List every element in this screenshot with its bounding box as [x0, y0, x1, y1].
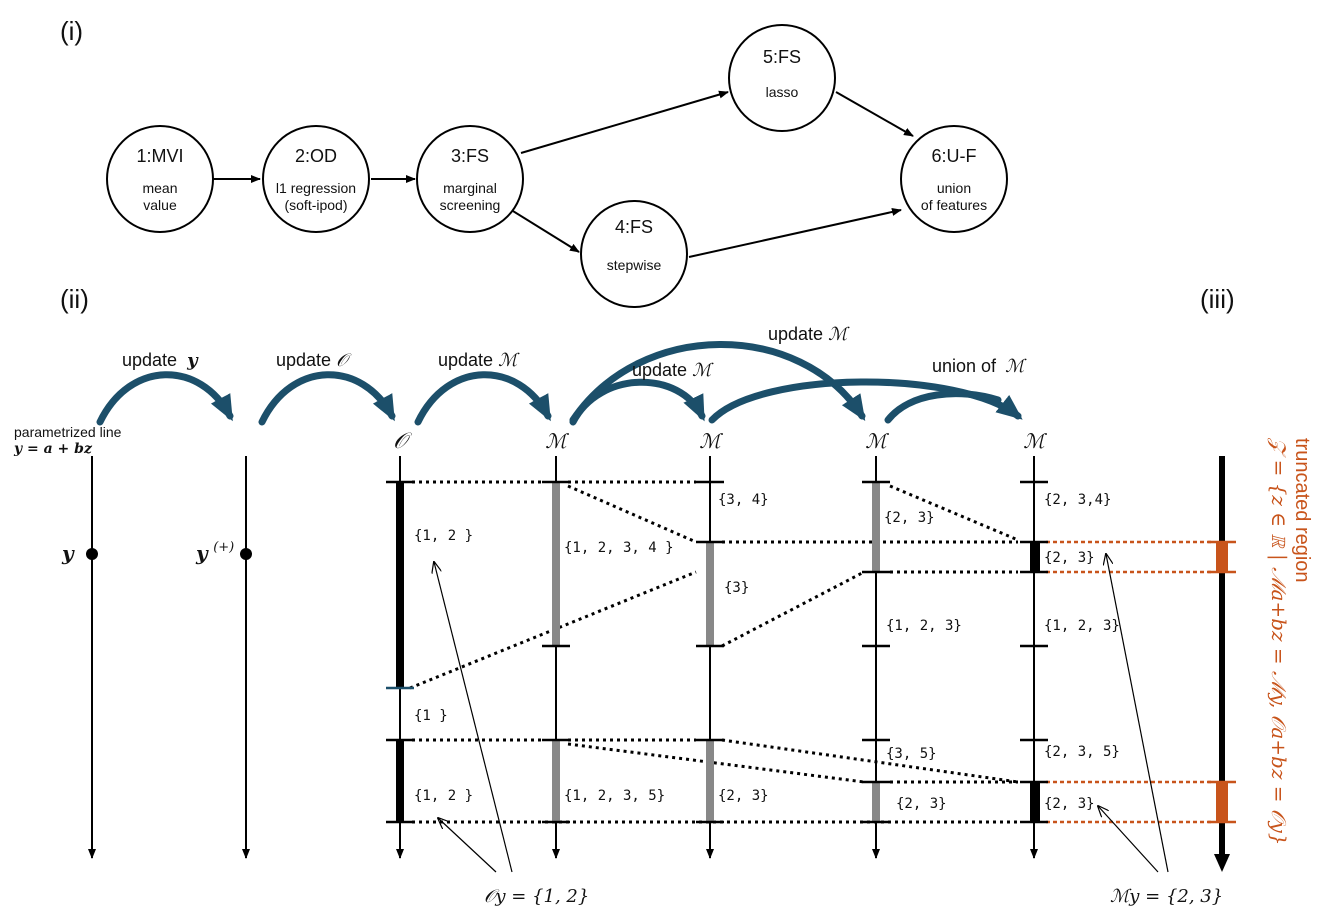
node-6-line1: union	[937, 180, 971, 196]
svg-text:{1, 2 }: {1, 2 }	[414, 788, 473, 804]
y-point-label: y	[61, 541, 75, 565]
edge-3-4	[507, 207, 580, 253]
node-2-title: 2:OD	[295, 146, 337, 166]
svg-text:{1 }: {1 }	[414, 708, 448, 724]
node-6-title: 6:U-F	[932, 146, 977, 166]
panel-label-i: (i)	[60, 16, 83, 46]
node-3-title: 3:FS	[451, 146, 489, 166]
update-y-label: update y	[122, 350, 199, 371]
node-6-line2: of features	[921, 197, 987, 213]
svg-text:{2, 3}: {2, 3}	[1044, 550, 1095, 566]
svg-text:{2, 3}: {2, 3}	[884, 510, 935, 526]
node-3: 3:FS marginal screening	[416, 125, 524, 233]
node-5-title: 5:FS	[763, 47, 801, 67]
y-plus-point-label: y (+)	[195, 540, 234, 565]
truncated-formula: 𝒵 = {z ∈ ℝ | ℳa+bz = ℳy, 𝒪a+bz = 𝒪y}	[1266, 437, 1291, 845]
m-y-label: ℳy = {2, 3}	[1110, 886, 1223, 907]
node-1-line2: value	[143, 197, 177, 213]
union-label: union of ℳ	[932, 356, 1027, 377]
union-arrow-2	[884, 390, 1002, 424]
param-line-eq: y = a + bz	[13, 441, 93, 457]
edge-5-6	[835, 91, 914, 137]
truncated-ticks	[1208, 540, 1236, 824]
axis-symbol-m2: ℳ	[699, 429, 723, 453]
svg-text:{3, 4}: {3, 4}	[718, 492, 769, 508]
svg-text:{2, 3}: {2, 3}	[896, 796, 947, 812]
axis-symbol-m3: ℳ	[865, 429, 889, 453]
update-m1-label: update ℳ	[438, 350, 520, 371]
node-4-line1: stepwise	[607, 257, 662, 273]
node-1-line1: mean	[142, 180, 177, 196]
node-5: 5:FS lasso	[728, 24, 836, 132]
set-labels: {1, 2 } {1 } {1, 2 } {1, 2, 3, 4 } {1, 2…	[414, 492, 1120, 812]
node-2-line1: l1 regression	[276, 180, 356, 196]
update-y-arrow	[96, 371, 234, 426]
update-o-label: update 𝒪	[276, 350, 352, 371]
svg-text:{2, 3,4}: {2, 3,4}	[1044, 492, 1111, 508]
node-1-title: 1:MVI	[136, 146, 183, 166]
svg-text:{3}: {3}	[724, 580, 749, 596]
axis-symbol-m1: ℳ	[545, 429, 569, 453]
svg-text:{2, 3}: {2, 3}	[1044, 796, 1095, 812]
node-3-line2: screening	[440, 197, 501, 213]
update-m1-arrow	[414, 371, 552, 426]
update-m2-arrow	[569, 378, 706, 426]
node-2: 2:OD l1 regression (soft-ipod)	[262, 125, 370, 233]
node-6: 6:U-F union of features	[900, 125, 1008, 233]
panel-label-iii: (iii)	[1200, 284, 1235, 314]
node-3-line1: marginal	[443, 180, 497, 196]
svg-text:{2, 3}: {2, 3}	[718, 788, 769, 804]
update-labels: update y update 𝒪 update ℳ update ℳ upda…	[122, 324, 1027, 381]
svg-text:{1, 2, 3}: {1, 2, 3}	[886, 618, 962, 634]
pipeline-edges	[213, 90, 914, 258]
svg-text:{3, 5}: {3, 5}	[886, 746, 937, 762]
node-4-title: 4:FS	[615, 217, 653, 237]
param-line-label: parametrized line	[14, 424, 122, 440]
update-m2-label: update ℳ	[632, 360, 714, 381]
update-o-arrow	[258, 371, 396, 426]
axis-symbol-o: 𝒪	[393, 429, 412, 454]
truncated-links	[1046, 540, 1212, 824]
svg-text:{1, 2, 3, 4 }: {1, 2, 3, 4 }	[564, 540, 674, 556]
axis-symbol-union: ℳ	[1023, 429, 1047, 453]
edge-3-5	[520, 90, 729, 154]
update-m3-label: update ℳ	[768, 324, 850, 345]
truncated-region-label: truncated region	[1291, 438, 1313, 583]
svg-text:{1, 2 }: {1, 2 }	[414, 528, 473, 544]
y-plus-point	[240, 548, 252, 560]
ticks	[386, 480, 1048, 824]
node-5-line1: lasso	[766, 84, 799, 100]
segments	[396, 482, 1228, 822]
node-4: 4:FS stepwise	[580, 200, 688, 308]
pointer-arrows	[434, 554, 1169, 873]
svg-text:{1, 2, 3}: {1, 2, 3}	[1044, 618, 1120, 634]
o-y-label: 𝒪y = {1, 2}	[484, 886, 589, 907]
node-1: 1:MVI mean value	[106, 125, 214, 233]
svg-text:{1, 2, 3, 5}: {1, 2, 3, 5}	[564, 788, 665, 804]
truncated-formula-label: 𝒵 = {z ∈ ℝ | ℳa+bz = ℳy, 𝒪a+bz = 𝒪y}	[1266, 437, 1291, 845]
update-arrows	[96, 341, 1023, 426]
panel-label-ii: (ii)	[60, 284, 89, 314]
truncated-title: truncated region	[1291, 438, 1313, 583]
edge-4-6	[688, 208, 902, 258]
node-2-line2: (soft-ipod)	[284, 197, 347, 213]
svg-text:{2, 3, 5}: {2, 3, 5}	[1044, 744, 1120, 760]
y-point	[86, 548, 98, 560]
